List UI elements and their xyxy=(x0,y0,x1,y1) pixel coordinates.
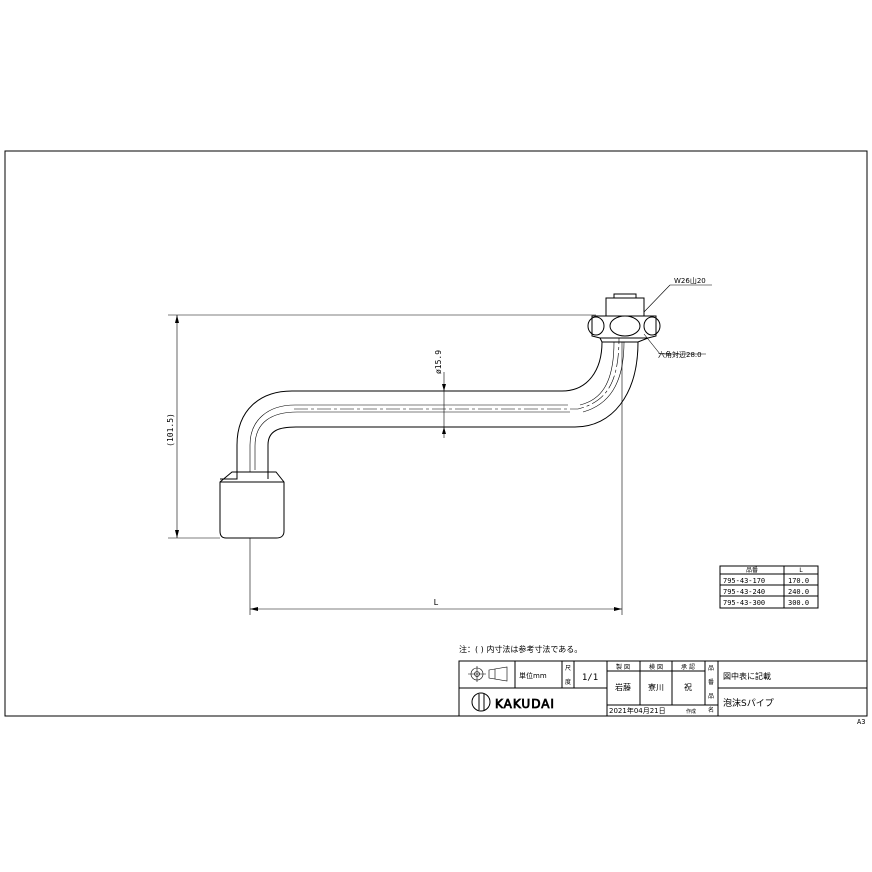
s-pipe xyxy=(220,337,639,480)
part-name-label-top: 品 xyxy=(708,693,714,700)
parts-table-header-part: 品番 xyxy=(746,567,758,574)
date-label: 2021年04月21日 xyxy=(609,706,666,715)
hex-leader: 六角対辺28.0 xyxy=(643,333,706,359)
hex-spec-label: 六角対辺28.0 xyxy=(658,350,702,359)
length-dimension-label: L xyxy=(434,598,439,607)
date-suffix: 作成 xyxy=(686,708,696,715)
scale-label-top: 尺 xyxy=(565,665,571,672)
length-dimension: L xyxy=(249,342,623,615)
scale-label-bottom: 度 xyxy=(565,678,571,686)
parts-table-cell: 795-43-240 xyxy=(723,588,765,596)
checked-by: 寮川 xyxy=(648,682,664,692)
drawn-by: 岩藤 xyxy=(615,682,631,692)
outlet-fitting xyxy=(219,471,285,539)
part-number-label-top: 品 xyxy=(708,665,714,672)
parts-table: 品番 L 795-43-170 170.0 795-43-240 240.0 7… xyxy=(719,565,819,609)
diameter-dimension-label: ø15.9 xyxy=(434,350,443,374)
parts-table-cell: 240.0 xyxy=(788,588,809,596)
kakudai-logo: KAKUDAI xyxy=(471,692,555,712)
thread-leader: W26山20 xyxy=(643,276,712,313)
parts-table-cell: 795-43-300 xyxy=(723,599,765,607)
checked-header: 検 図 xyxy=(649,663,663,671)
title-block: 単位mm 尺 度 1/1 製 図 検 図 承 認 岩藤 寮川 祝 品 番 品 名… xyxy=(458,660,868,717)
scale-value: 1/1 xyxy=(582,673,598,683)
sheet-size-label: A3 xyxy=(857,718,865,726)
projection-symbol-icon xyxy=(468,666,508,682)
part-name-label-bottom: 名 xyxy=(708,706,714,714)
diameter-dimension: ø15.9 xyxy=(434,350,446,438)
parts-table-cell: 170.0 xyxy=(788,577,809,585)
drawn-header: 製 図 xyxy=(616,663,630,671)
hex-nut xyxy=(587,293,661,343)
parts-table-header-l: L xyxy=(799,567,803,574)
height-dimension: (101.5) xyxy=(166,314,596,539)
thread-spec-label: W26山20 xyxy=(674,276,706,285)
part-name-value: 泡沫Sパイプ xyxy=(723,697,774,709)
approved-header: 承 認 xyxy=(681,663,695,671)
approved-by: 祝 xyxy=(684,682,692,692)
brand-logo-text: KAKUDAI xyxy=(495,697,555,711)
parts-table-cell: 795-43-170 xyxy=(723,577,765,585)
parts-table-cell: 300.0 xyxy=(788,599,809,607)
height-dimension-label: (101.5) xyxy=(166,413,175,447)
part-number-value: 図中表に記載 xyxy=(723,671,771,681)
unit-label: 単位mm xyxy=(519,671,547,680)
reference-note: 注：( ) 内寸法は参考寸法である。 xyxy=(459,644,582,654)
part-number-label-bottom: 番 xyxy=(708,679,714,686)
sheet-border xyxy=(4,150,868,717)
